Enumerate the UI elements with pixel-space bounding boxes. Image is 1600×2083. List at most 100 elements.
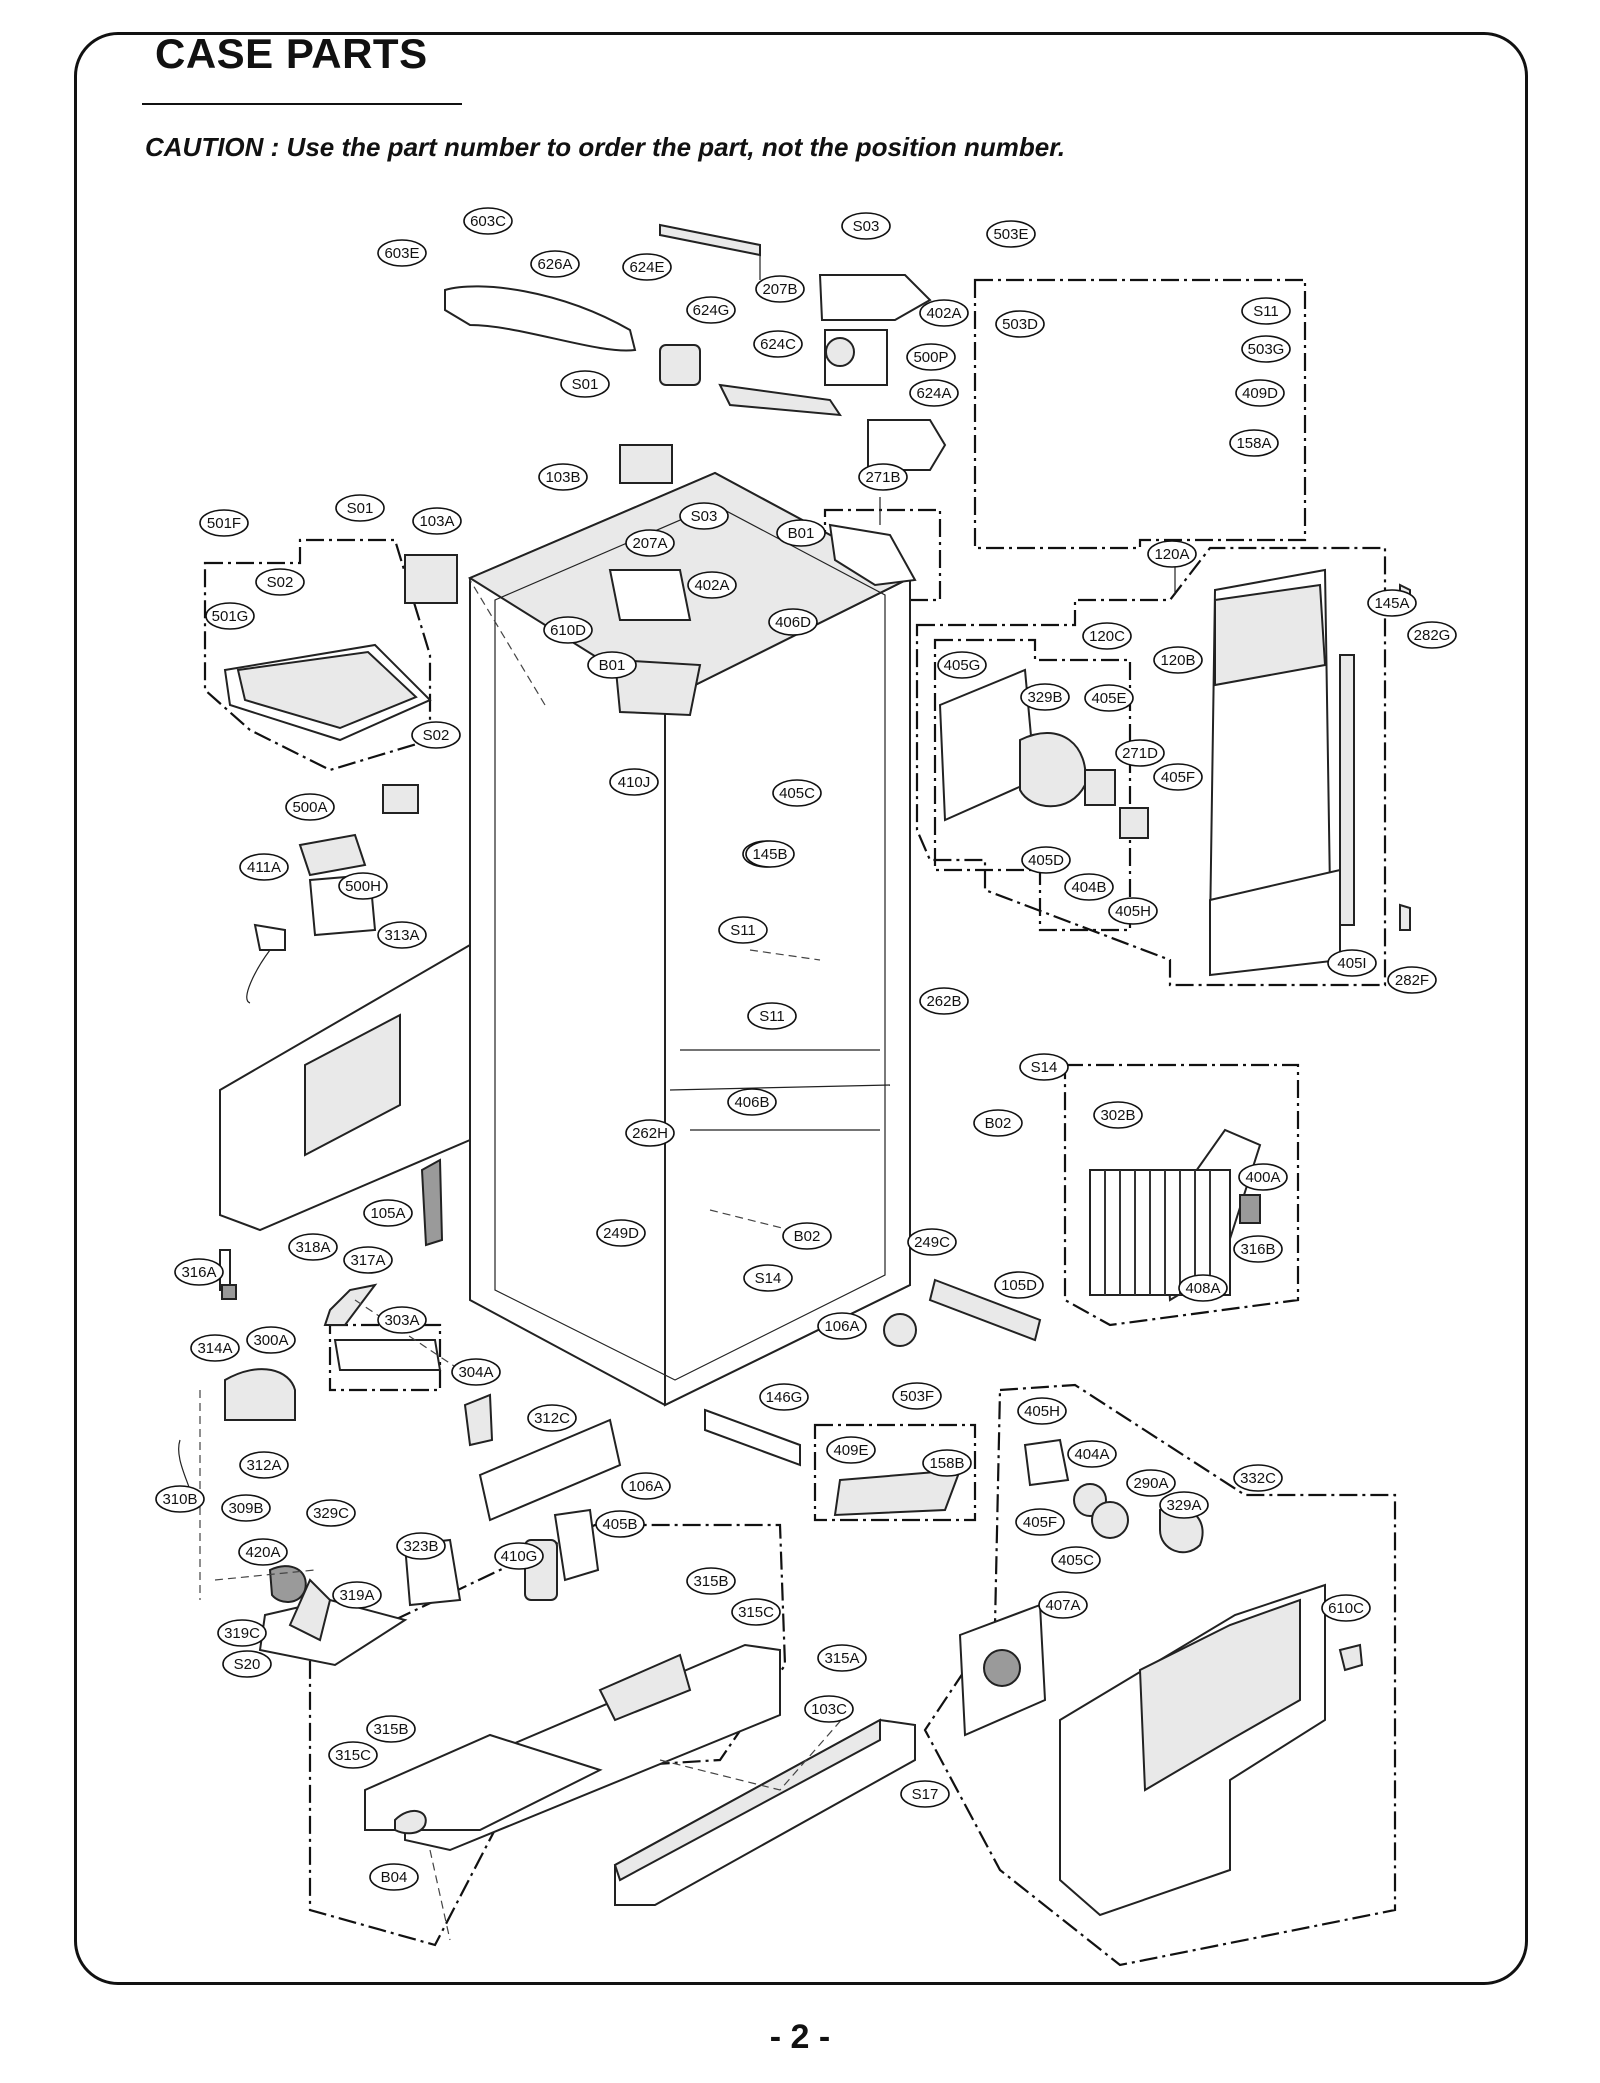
callout-label: 409E bbox=[826, 1436, 876, 1464]
callout-label: 405C bbox=[1051, 1546, 1101, 1574]
callout-text: 404A bbox=[1074, 1446, 1109, 1463]
callout-label: 329C bbox=[306, 1499, 356, 1527]
callout-label: 120A bbox=[1147, 540, 1197, 568]
caution-note: CAUTION : Use the part number to order t… bbox=[145, 132, 1066, 162]
callout-label: 406B bbox=[727, 1088, 777, 1116]
callout-text: 158B bbox=[929, 1455, 964, 1472]
callout-text: 300A bbox=[253, 1332, 288, 1349]
callout-label: 315B bbox=[686, 1567, 736, 1595]
callout-label: 310B bbox=[155, 1485, 205, 1513]
callout-text: 404B bbox=[1071, 879, 1106, 896]
callout-label: 500A bbox=[285, 793, 335, 821]
callout-text: 120B bbox=[1160, 652, 1195, 669]
callout-label: 313A bbox=[377, 921, 427, 949]
callout-text: 402A bbox=[694, 577, 729, 594]
callout-label: S02 bbox=[255, 568, 305, 596]
callout-label: 624E bbox=[622, 253, 672, 281]
callout-text: 303A bbox=[384, 1312, 419, 1329]
callout-label: 262B bbox=[919, 987, 969, 1015]
callout-label: 603E bbox=[377, 239, 427, 267]
title-underline bbox=[142, 103, 462, 105]
callout-text: 405F bbox=[1161, 769, 1195, 786]
callout-text: 405D bbox=[1028, 852, 1064, 869]
callout-label: 316B bbox=[1233, 1235, 1283, 1263]
callout-text: S14 bbox=[755, 1270, 782, 1287]
callout-text: 271D bbox=[1122, 745, 1158, 762]
callout-label: 271B bbox=[858, 463, 908, 491]
callout-label: 262H bbox=[625, 1119, 675, 1147]
callout-label: 405G bbox=[937, 651, 987, 679]
callout-text: 262B bbox=[926, 993, 961, 1010]
callout-text: B01 bbox=[599, 657, 626, 674]
callout-text: S01 bbox=[572, 376, 599, 393]
callout-text: 406D bbox=[775, 614, 811, 631]
callout-label: 282G bbox=[1407, 621, 1457, 649]
callout-text: 319A bbox=[339, 1587, 374, 1604]
callout-label: 103B bbox=[538, 463, 588, 491]
callout-text: 323B bbox=[403, 1538, 438, 1555]
callout-label: 316A bbox=[174, 1258, 224, 1286]
callout-text: 501G bbox=[212, 608, 249, 625]
callout-text: 302B bbox=[1100, 1107, 1135, 1124]
callout-text: 503E bbox=[993, 226, 1028, 243]
callout-text: 626A bbox=[537, 256, 572, 273]
callout-label: 406D bbox=[768, 608, 818, 636]
callout-label: 304A bbox=[451, 1358, 501, 1386]
callout-text: 271B bbox=[865, 469, 900, 486]
callout-label: 405I bbox=[1327, 949, 1377, 977]
callout-text: 405C bbox=[779, 785, 815, 802]
callout-text: S20 bbox=[234, 1656, 261, 1673]
callout-label: 405B bbox=[595, 1510, 645, 1538]
callout-label: 145A bbox=[1367, 589, 1417, 617]
callout-text: S11 bbox=[730, 922, 756, 939]
cabinet bbox=[467, 471, 913, 1407]
callout-label: 503F bbox=[892, 1382, 942, 1410]
callout-text: 317A bbox=[350, 1252, 385, 1269]
callout-label: 405E bbox=[1084, 684, 1134, 712]
callout-text: 408A bbox=[1185, 1280, 1220, 1297]
callout-label: S03 bbox=[679, 502, 729, 530]
callout-label: S02 bbox=[411, 721, 461, 749]
callout-text: 315B bbox=[693, 1573, 728, 1590]
callout-label: 314A bbox=[190, 1334, 240, 1362]
callout-text: 105D bbox=[1001, 1277, 1037, 1294]
callout-text: S01 bbox=[347, 500, 374, 517]
callout-text: B02 bbox=[794, 1228, 821, 1245]
page-number: - 2 - bbox=[769, 2018, 831, 2056]
callout-label: 290A bbox=[1126, 1469, 1176, 1497]
callout-label: 410G bbox=[494, 1542, 544, 1570]
callout-text: 120C bbox=[1089, 628, 1125, 645]
callout-label: 315C bbox=[731, 1598, 781, 1626]
callout-text: 318A bbox=[295, 1239, 330, 1256]
callout-label: 624G bbox=[686, 296, 736, 324]
callout-label: 318A bbox=[288, 1233, 338, 1261]
callout-text: 290A bbox=[1133, 1475, 1168, 1492]
callout-label: S14 bbox=[1019, 1053, 1069, 1081]
callout-text: 409E bbox=[833, 1442, 868, 1459]
callout-text: 103C bbox=[811, 1701, 847, 1718]
callout-label: 400A bbox=[1238, 1163, 1288, 1191]
callout-label: B04 bbox=[369, 1863, 419, 1891]
callout-label: 158A bbox=[1229, 429, 1279, 457]
callout-label: 408A bbox=[1178, 1274, 1228, 1302]
callout-label: 105A bbox=[363, 1199, 413, 1227]
callout-label: 103A bbox=[412, 507, 462, 535]
callout-label: 610D bbox=[543, 616, 593, 644]
callout-label: S11 bbox=[718, 916, 768, 944]
callout-text: 310B bbox=[162, 1491, 197, 1508]
callout-text: 405I bbox=[1337, 955, 1366, 972]
callout-text: B04 bbox=[381, 1869, 408, 1886]
callout-text: 402A bbox=[926, 305, 961, 322]
callout-text: B01 bbox=[788, 525, 815, 542]
callout-text: S11 bbox=[759, 1008, 785, 1025]
callout-text: 207B bbox=[762, 281, 797, 298]
callout-text: 405E bbox=[1091, 690, 1126, 707]
callout-text: 249D bbox=[603, 1225, 639, 1242]
callout-label: 503E bbox=[986, 220, 1036, 248]
callout-text: S03 bbox=[853, 218, 880, 235]
callout-label: 315B bbox=[366, 1715, 416, 1743]
callout-label: 404B bbox=[1064, 873, 1114, 901]
callout-label: 405C bbox=[772, 779, 822, 807]
